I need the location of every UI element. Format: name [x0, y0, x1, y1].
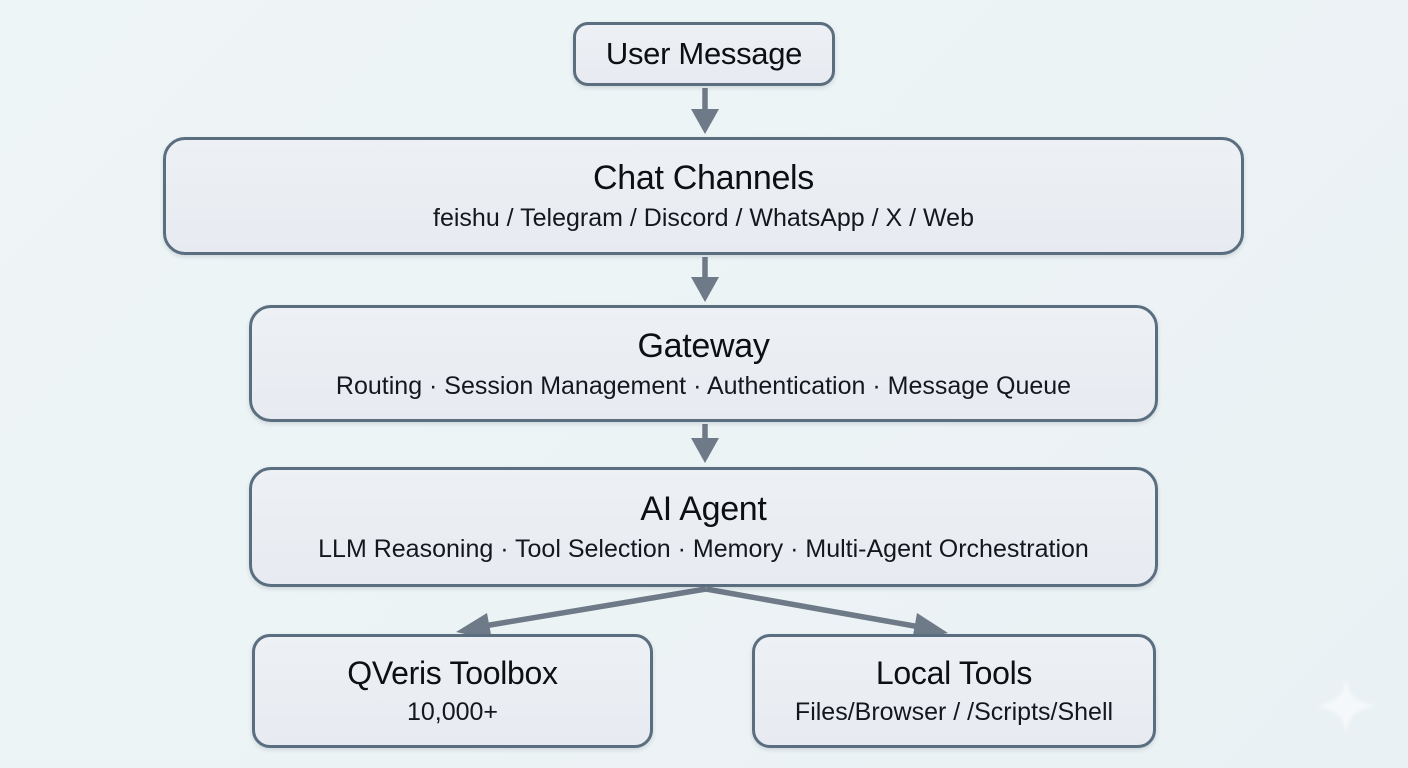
arrow-agent-to-qveris: [456, 586, 707, 640]
arrow-gateway-to-agent: [691, 424, 719, 463]
node-subtitle: Files/Browser / /Scripts/Shell: [794, 698, 1114, 727]
sparkle-watermark-icon: [1318, 678, 1374, 734]
node-title: Local Tools: [875, 655, 1033, 692]
node-subtitle: Routing · Session Management · Authentic…: [335, 371, 1072, 400]
node-subtitle: feishu / Telegram / Discord / WhatsApp /…: [433, 204, 974, 233]
node-subtitle: 10,000+: [406, 698, 499, 727]
arrow-channels-to-gateway: [691, 257, 719, 302]
node-title: Gateway: [637, 326, 770, 365]
node-title: Chat Channels: [592, 159, 815, 198]
node-subtitle: LLM Reasoning · Tool Selection · Memory …: [318, 535, 1089, 564]
node-chat-channels: Chat Channels feishu / Telegram / Discor…: [163, 137, 1244, 255]
node-title: User Message: [605, 36, 803, 72]
node-ai-agent: AI Agent LLM Reasoning · Tool Selection …: [249, 467, 1158, 587]
arrow-user-to-channels: [691, 88, 719, 134]
node-title: QVeris Toolbox: [347, 655, 558, 692]
node-gateway: Gateway Routing · Session Management · A…: [249, 305, 1158, 422]
node-title: AI Agent: [640, 490, 767, 529]
node-local-tools: Local Tools Files/Browser / /Scripts/She…: [752, 634, 1156, 748]
node-qveris-toolbox: QVeris Toolbox 10,000+: [252, 634, 653, 748]
node-user-message: User Message: [573, 22, 835, 86]
